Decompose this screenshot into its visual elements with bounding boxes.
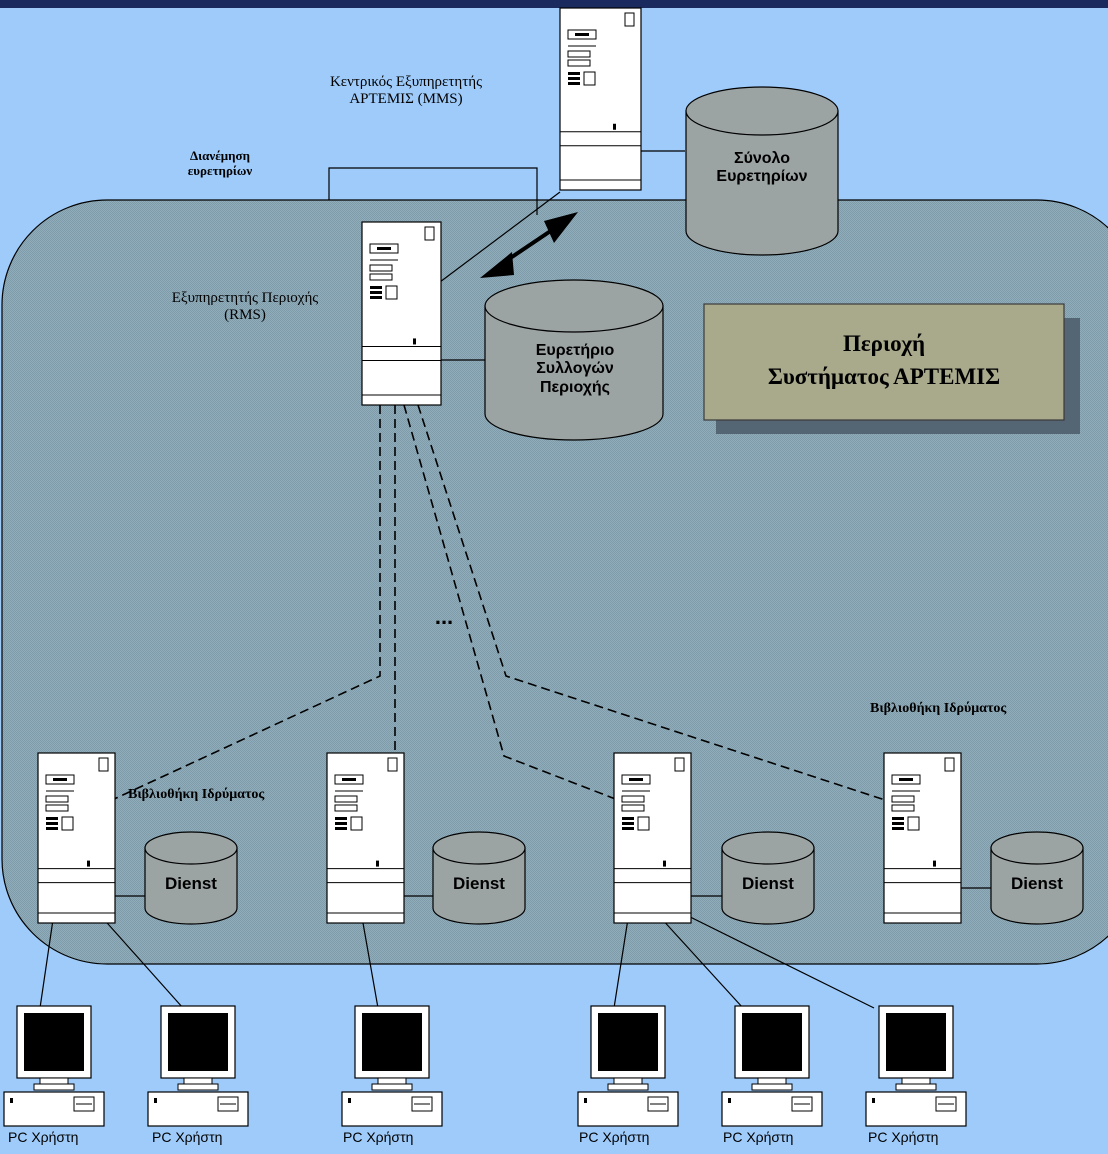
institution-library-label-left: Βιβλιοθήκη Ιδρύματος [128,787,265,802]
region-title: Περιοχή Συστήματος ΑΡΤΕΜΙΣ [767,331,1001,390]
ellipsis-more-libraries: ... [434,604,454,629]
dashed-network-links [111,404,886,801]
dienst-database-icon [721,831,815,925]
user-pc-icon [721,1005,823,1127]
index-distribution-label: Διανέμηση ευρετηρίων [187,148,253,178]
regional-index-database-icon [484,279,664,441]
dienst-database-icon [432,831,526,925]
user-pc-icon [865,1005,967,1127]
regional-server-label: Εξυπηρετητής Περιοχής (RMS) [171,290,319,324]
user-pc-icon [3,1005,105,1127]
pc-user-label: PC Χρήστη [868,1129,939,1145]
index-set-database-icon [685,86,839,256]
central-mms-server-icon [559,7,642,191]
central-server-label: Κεντρικός Εξυπηρετητής ΑΡΤΕΜΙΣ (MMS) [329,74,483,108]
region-title-box [703,303,1065,421]
dienst-label: Dienst [742,874,794,893]
institution-library-label-right: Βιβλιοθήκη Ιδρύματος [870,701,1007,716]
pc-user-label: PC Χρήστη [579,1129,650,1145]
user-pc-icon [341,1005,443,1127]
user-pc-icon [577,1005,679,1127]
dienst-label: Dienst [453,874,505,893]
index-distribution-line [328,167,538,215]
regional-index-label: Ευρετήριο Συλλογών Περιοχής [535,342,615,396]
library-server-icon [883,752,962,924]
top-bar [0,0,1108,8]
sync-double-arrow [480,212,578,278]
dienst-label: Dienst [1011,874,1063,893]
library-server-icon [37,752,116,924]
connection-lines [39,150,991,1009]
index-set-database-icon [685,86,839,256]
pc-user-label: PC Χρήστη [343,1129,414,1145]
library-server-icon [613,752,692,924]
regional-rms-server-icon [361,221,442,406]
pc-user-label: PC Χρήστη [8,1129,79,1145]
library-server-icon [326,752,405,924]
index-set-label: Σύνολο Ευρετηρίων [716,150,808,186]
pc-user-label: PC Χρήστη [152,1129,223,1145]
pc-user-label: PC Χρήστη [723,1129,794,1145]
dienst-database-icon [144,831,238,925]
dienst-label: Dienst [165,874,217,893]
dienst-database-icon [990,831,1084,925]
user-pc-icon [147,1005,249,1127]
